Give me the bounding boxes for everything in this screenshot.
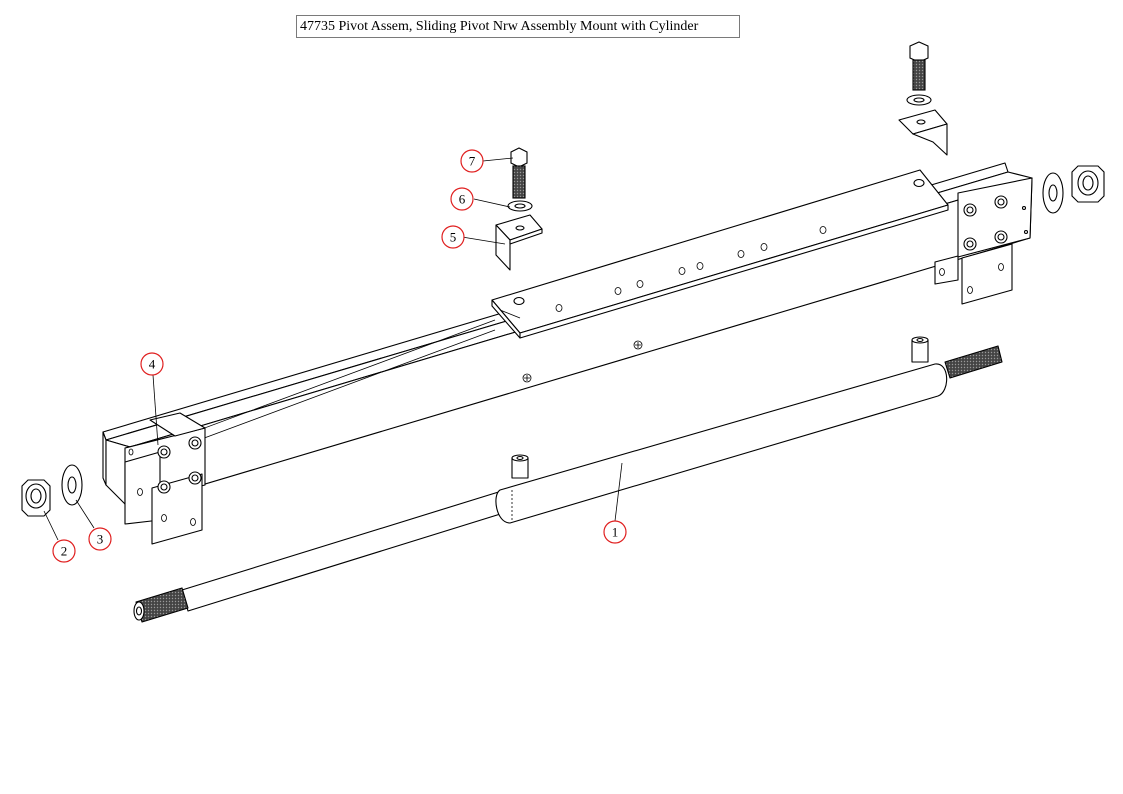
callout-6: 6 [450, 187, 474, 211]
callout-5-label: 5 [450, 230, 457, 245]
upper-left-hex-bolt [510, 147, 528, 199]
callout-leaders [43, 157, 623, 541]
right-flat-washer [1042, 172, 1064, 214]
callout-7-label: 7 [469, 154, 476, 169]
callout-5: 5 [441, 225, 465, 249]
right-hex-nut [1071, 165, 1105, 203]
upper-right-lock-washer [906, 94, 932, 106]
callout-2-label: 2 [61, 544, 68, 559]
left-hex-nut [21, 479, 51, 517]
upper-left-angle-bracket [495, 214, 543, 271]
callout-4-label: 4 [149, 357, 156, 372]
diagram-title: 47735 Pivot Assem, Sliding Pivot Nrw Ass… [296, 15, 740, 38]
left-end-plate [124, 412, 206, 545]
callout-6-label: 6 [459, 192, 466, 207]
right-end-plate [934, 177, 1033, 305]
upper-right-hex-bolt [909, 41, 929, 91]
upper-right-angle-bracket [898, 109, 948, 156]
callout-3-label: 3 [97, 532, 104, 547]
left-flat-washer [61, 464, 83, 506]
callout-4: 4 [140, 352, 164, 376]
upper-left-lock-washer [507, 200, 533, 212]
hydraulic-cylinder [133, 336, 1003, 623]
callout-7: 7 [460, 149, 484, 173]
callout-1-label: 1 [612, 525, 619, 540]
callout-1: 1 [603, 520, 627, 544]
sliding-carriage [491, 169, 949, 383]
callout-3: 3 [88, 527, 112, 551]
callout-2: 2 [52, 539, 76, 563]
